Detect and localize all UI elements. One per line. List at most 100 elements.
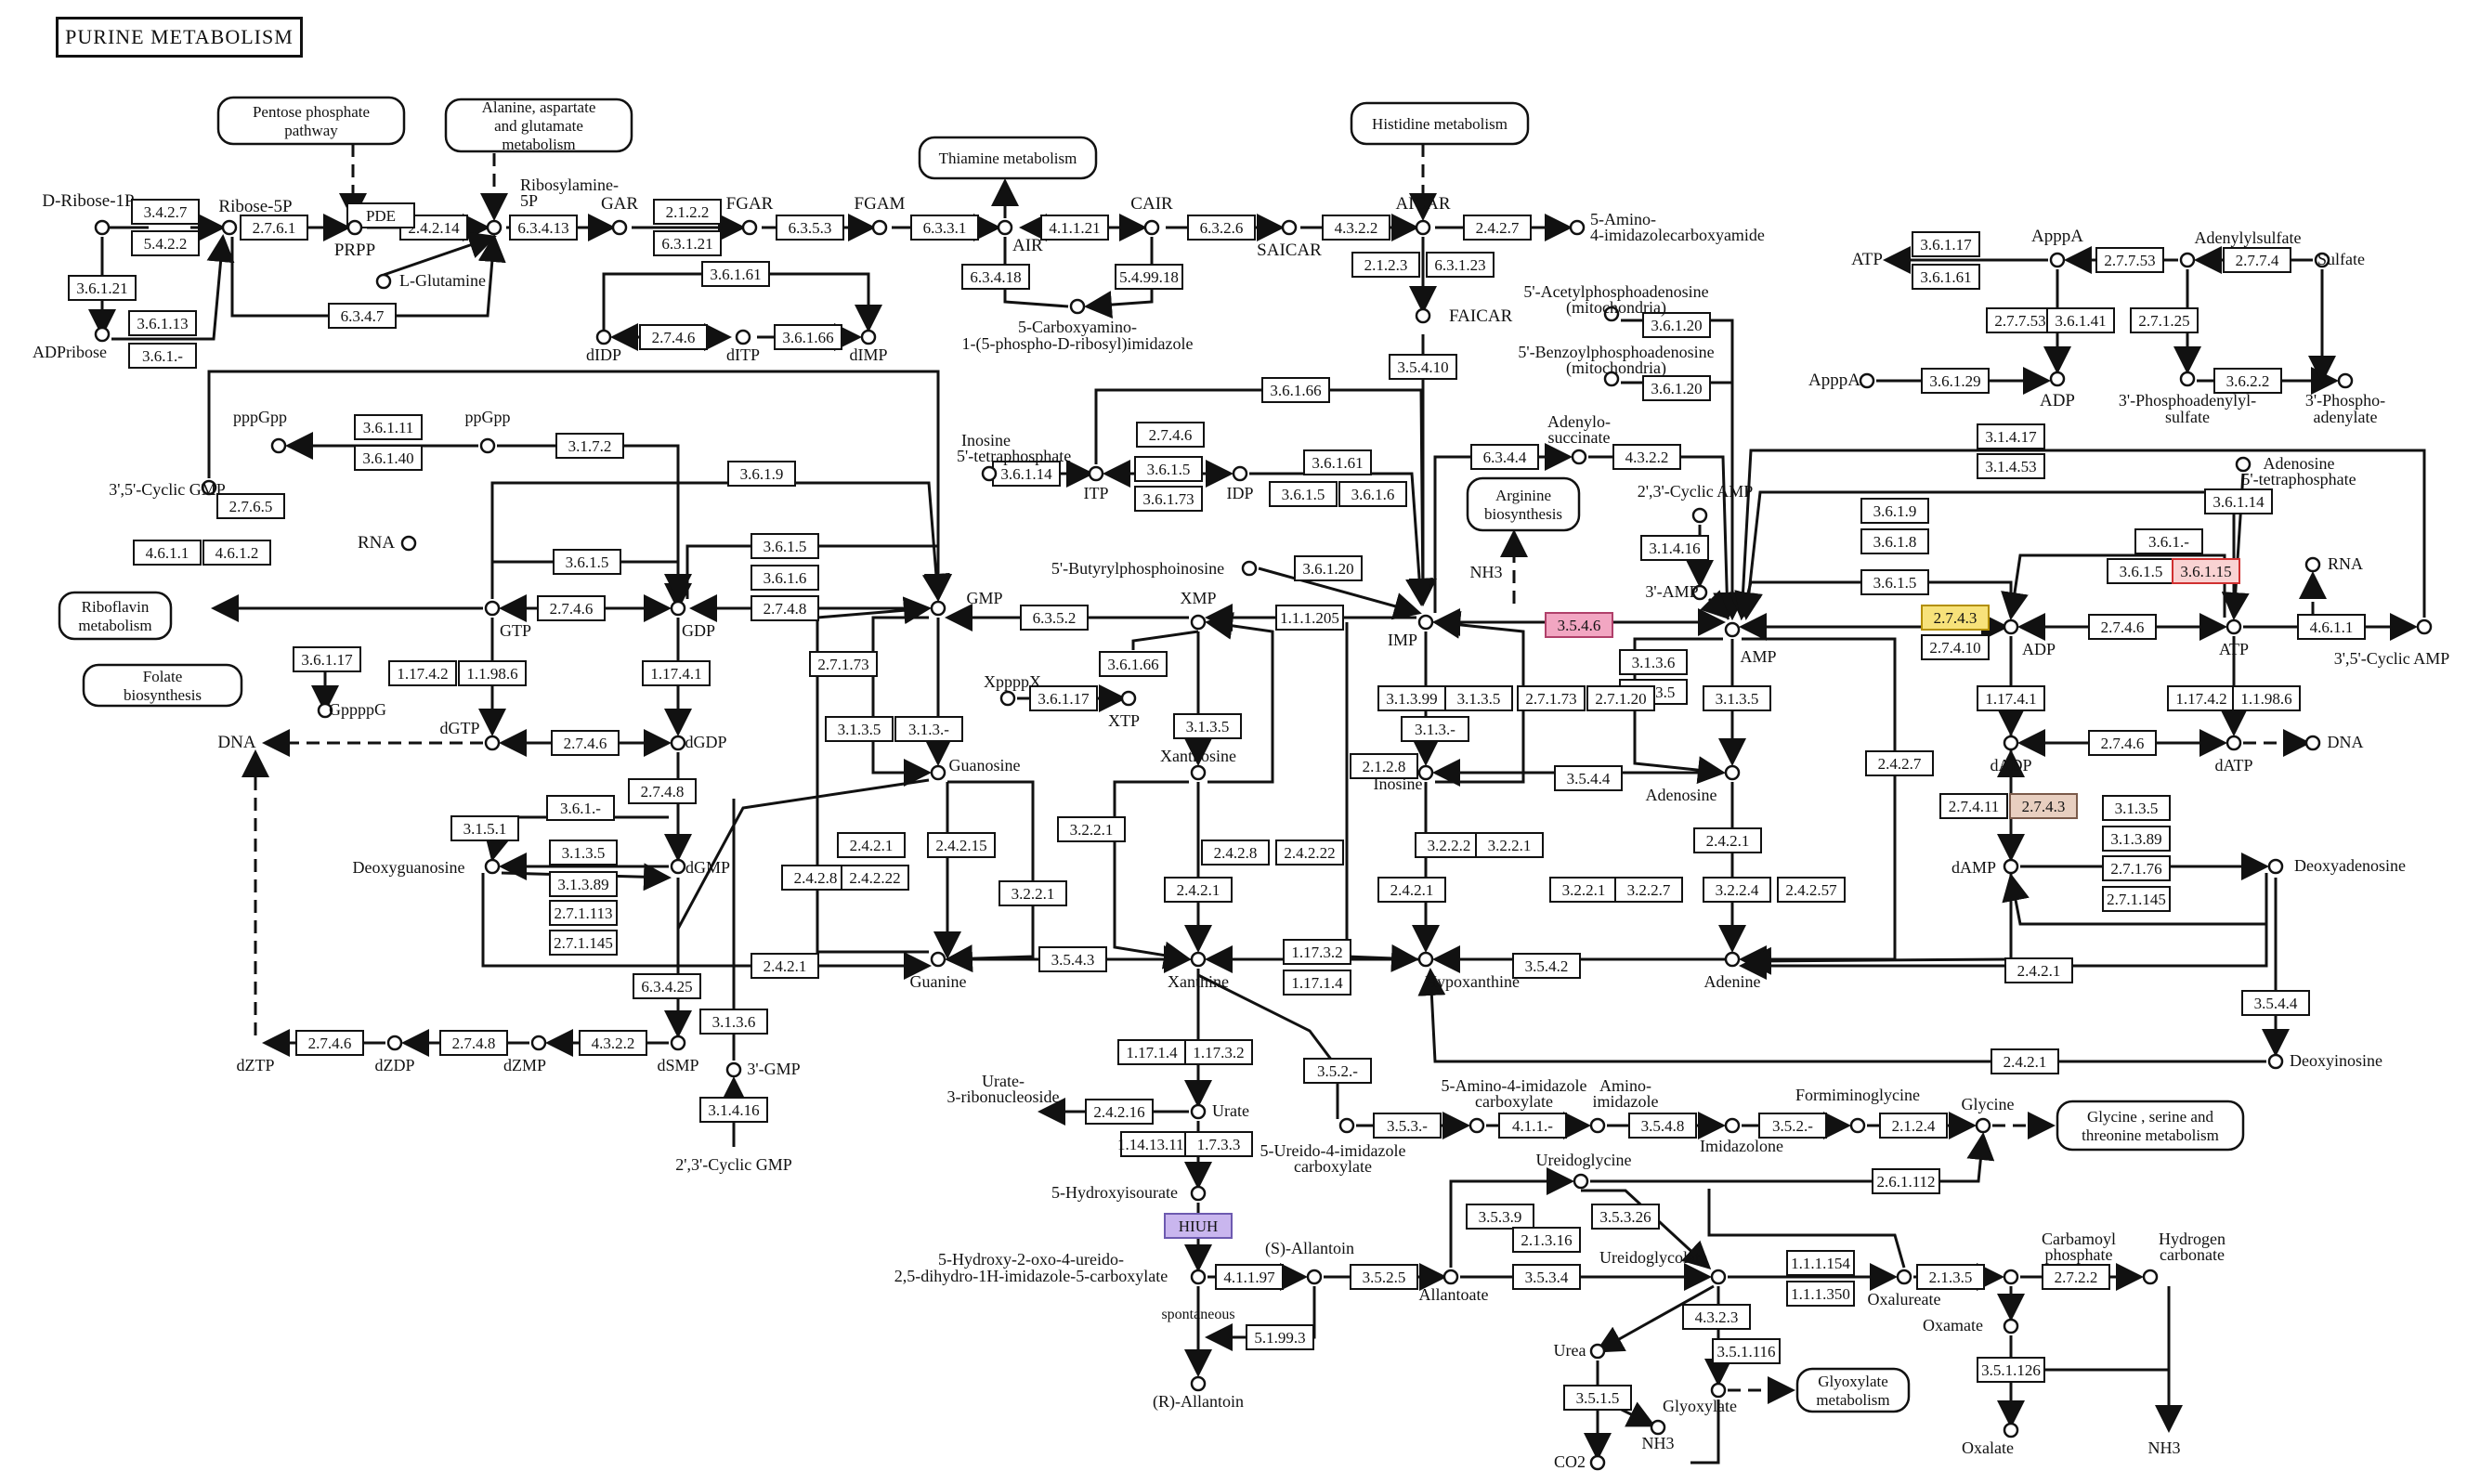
enzyme-box[interactable] [1614, 877, 1683, 903]
enzyme-box[interactable] [131, 230, 200, 256]
compound-node[interactable] [484, 858, 501, 875]
compound-node[interactable] [1691, 584, 1708, 601]
enzyme-box[interactable] [68, 275, 137, 301]
enzyme-box[interactable] [551, 730, 620, 756]
enzyme-box[interactable] [1777, 877, 1846, 903]
compound-node[interactable] [2235, 456, 2252, 473]
compound-node[interactable] [1232, 465, 1248, 482]
compound-node[interactable] [860, 329, 877, 345]
compound-node[interactable] [1569, 219, 1586, 236]
enzyme-box[interactable] [1860, 569, 1929, 595]
enzyme-box[interactable] [1269, 481, 1338, 507]
compound-node[interactable] [1190, 951, 1207, 968]
enzyme-box[interactable] [1283, 939, 1351, 965]
enzyme-box[interactable] [1586, 685, 1655, 711]
enzyme-box[interactable] [1261, 377, 1330, 403]
compound-node[interactable] [1589, 1454, 1606, 1471]
enzyme-box[interactable] [388, 660, 457, 686]
compound-node[interactable] [1849, 1117, 1866, 1134]
enzyme-box[interactable] [992, 461, 1061, 487]
enzyme-box[interactable] [450, 815, 519, 841]
compound-node[interactable] [1120, 690, 1137, 707]
compound-node[interactable] [1417, 951, 1434, 968]
pathway-link-box[interactable] [918, 136, 1098, 180]
compound-node[interactable] [1589, 1117, 1606, 1134]
enzyme-box[interactable] [549, 900, 618, 926]
compound-node[interactable] [1241, 560, 1258, 577]
enzyme-box[interactable] [841, 865, 909, 891]
compound-node[interactable] [201, 479, 217, 496]
enzyme-box[interactable] [1865, 750, 1934, 776]
enzyme-box[interactable] [1136, 422, 1205, 448]
compound-node[interactable] [2003, 1318, 2019, 1334]
compound-node[interactable] [1415, 307, 1431, 324]
compound-node[interactable] [2267, 1053, 2284, 1070]
enzyme-box[interactable] [2172, 558, 2240, 584]
enzyme-box[interactable] [699, 1097, 768, 1123]
enzyme-box[interactable] [1512, 1264, 1581, 1290]
pathway-link-box[interactable] [1795, 1367, 1911, 1413]
enzyme-box[interactable] [1991, 1048, 2059, 1074]
compound-node[interactable] [871, 219, 888, 236]
enzyme-box[interactable] [1642, 375, 1711, 401]
enzyme-box[interactable] [1921, 605, 1990, 631]
compound-node[interactable] [1281, 219, 1298, 236]
enzyme-box[interactable] [1294, 555, 1363, 581]
enzyme-box[interactable] [2102, 855, 2171, 881]
enzyme-box[interactable] [1977, 685, 2045, 711]
enzyme-box[interactable] [1977, 1357, 2045, 1383]
enzyme-box[interactable] [1549, 877, 1618, 903]
compound-node[interactable] [484, 600, 501, 617]
compound-node[interactable] [1975, 1117, 1991, 1134]
compound-node[interactable] [1190, 1185, 1207, 1202]
enzyme-box[interactable] [1554, 765, 1623, 791]
compound-node[interactable] [1603, 371, 1620, 387]
compound-node[interactable] [94, 219, 111, 236]
enzyme-box[interactable] [1612, 444, 1681, 470]
enzyme-box[interactable] [1426, 252, 1495, 278]
enzyme-box[interactable] [202, 540, 271, 566]
compound-node[interactable] [997, 219, 1013, 236]
enzyme-box[interactable] [295, 1030, 364, 1056]
enzyme-box[interactable] [1921, 368, 1990, 394]
enzyme-box[interactable] [751, 595, 819, 621]
enzyme-box[interactable] [653, 199, 722, 225]
enzyme-box[interactable] [633, 973, 701, 999]
compound-node[interactable] [670, 735, 686, 751]
compound-node[interactable] [1468, 1117, 1485, 1134]
enzyme-box[interactable] [1350, 1264, 1418, 1290]
compound-node[interactable] [595, 329, 612, 345]
enzyme-box[interactable] [1373, 1113, 1442, 1139]
enzyme-box[interactable] [1879, 1113, 1948, 1139]
compound-node[interactable] [1306, 1269, 1323, 1285]
enzyme-box[interactable] [1275, 605, 1344, 631]
compound-node[interactable] [2179, 252, 2196, 268]
enzyme-box[interactable] [1164, 877, 1233, 903]
enzyme-box[interactable] [639, 324, 708, 350]
enzyme-box[interactable] [328, 303, 397, 329]
enzyme-box[interactable] [776, 215, 844, 241]
compound-node[interactable] [1190, 1375, 1207, 1392]
compound-node[interactable] [2179, 371, 2196, 387]
compound-node[interactable] [930, 764, 946, 781]
enzyme-box[interactable] [1057, 816, 1126, 842]
enzyme-box[interactable] [1470, 444, 1539, 470]
enzyme-box[interactable] [2213, 368, 2282, 394]
compound-node[interactable] [1724, 1117, 1741, 1134]
enzyme-box[interactable] [1415, 832, 1483, 858]
enzyme-box[interactable] [642, 660, 711, 686]
enzyme-box[interactable] [1134, 486, 1203, 512]
compound-node[interactable] [2142, 1269, 2159, 1285]
compound-node[interactable] [486, 219, 503, 236]
enzyme-box[interactable] [1275, 840, 1344, 866]
enzyme-box[interactable] [1377, 877, 1446, 903]
enzyme-box[interactable] [699, 1009, 768, 1035]
enzyme-box[interactable] [1860, 528, 1929, 554]
enzyme-box[interactable] [2095, 247, 2164, 273]
compound-node[interactable] [930, 951, 946, 968]
compound-node[interactable] [317, 702, 333, 719]
enzyme-box[interactable] [1401, 716, 1469, 742]
enzyme-box[interactable] [1916, 1264, 1985, 1290]
compound-node[interactable] [2003, 735, 2019, 751]
enzyme-box[interactable] [1303, 449, 1372, 475]
